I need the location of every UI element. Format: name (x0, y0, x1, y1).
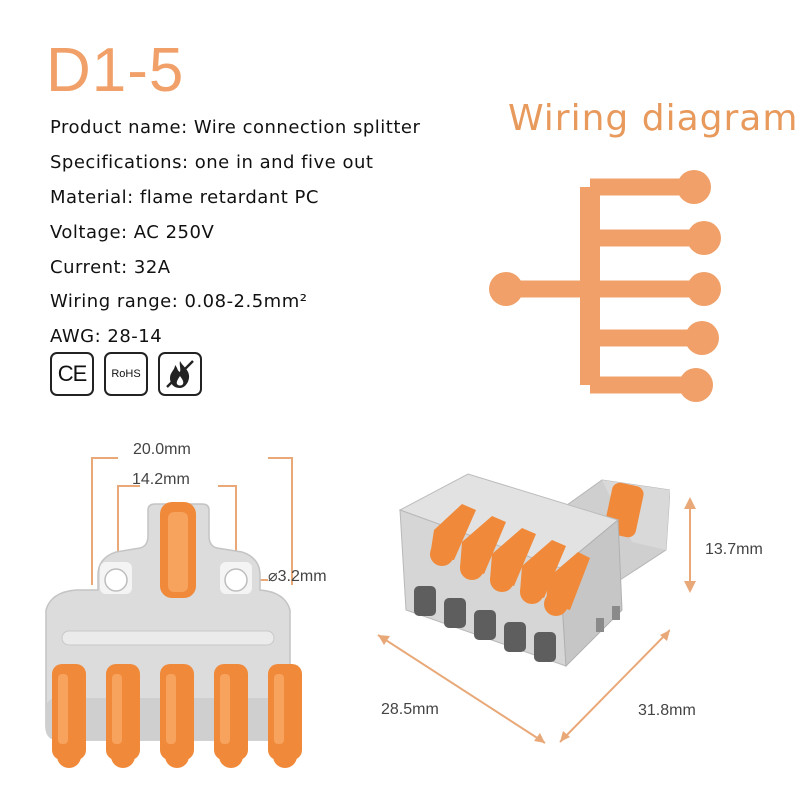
wiring-diagram-title: Wiring diagram (508, 98, 799, 139)
output-terminal-4 (685, 321, 719, 355)
spec-material: Material: flame retardant PC (50, 187, 319, 208)
rohs-badge: RoHS (104, 352, 148, 396)
model-title: D1-5 (46, 36, 185, 105)
spec-wiring-range: Wiring range: 0.08-2.5mm² (50, 291, 308, 312)
spec-awg: AWG: 28-14 (50, 326, 163, 347)
height-arrow (684, 497, 696, 593)
wiring-diagram (489, 170, 721, 402)
dim-overall-width: 20.0mm (133, 441, 191, 458)
mounting-hole-right (224, 568, 248, 592)
diameter-icon: ⌀ (268, 568, 278, 585)
spec-current: Current: 32A (50, 257, 171, 278)
spec-product-name: Product name: Wire connection splitter (50, 117, 421, 138)
rohs-label: RoHS (111, 368, 141, 380)
output-terminal-3 (687, 272, 721, 306)
dim-width: 31.8mm (638, 702, 696, 719)
spec-specifications: Specifications: one in and five out (50, 152, 374, 173)
dimension-line-width (559, 629, 670, 743)
output-terminal-2 (687, 221, 721, 255)
input-terminal (489, 272, 523, 306)
ce-badge: CE (50, 352, 94, 396)
output-terminal-5 (679, 368, 713, 402)
center-slot (61, 630, 275, 646)
dimension-line-20mm (91, 457, 293, 585)
dim-hole-diameter: ⌀3.2mm (268, 568, 327, 585)
wire-entry-holes (414, 586, 556, 662)
mounting-hole-left (104, 568, 128, 592)
flame-retardant-icon (166, 360, 194, 388)
connector-perspective-view (377, 473, 670, 744)
dim-hole-spacing: 14.2mm (132, 471, 190, 488)
dim-height: 13.7mm (705, 541, 763, 558)
spec-voltage: Voltage: AC 250V (50, 222, 215, 243)
connector-front-view (45, 457, 302, 768)
ce-label: CE (57, 361, 88, 386)
dimension-line-length (377, 634, 546, 744)
output-terminal-1 (677, 170, 711, 204)
flame-retardant-badge (158, 352, 202, 396)
dim-length: 28.5mm (381, 701, 439, 718)
perspective-levers (430, 504, 590, 616)
output-levers (52, 664, 302, 768)
